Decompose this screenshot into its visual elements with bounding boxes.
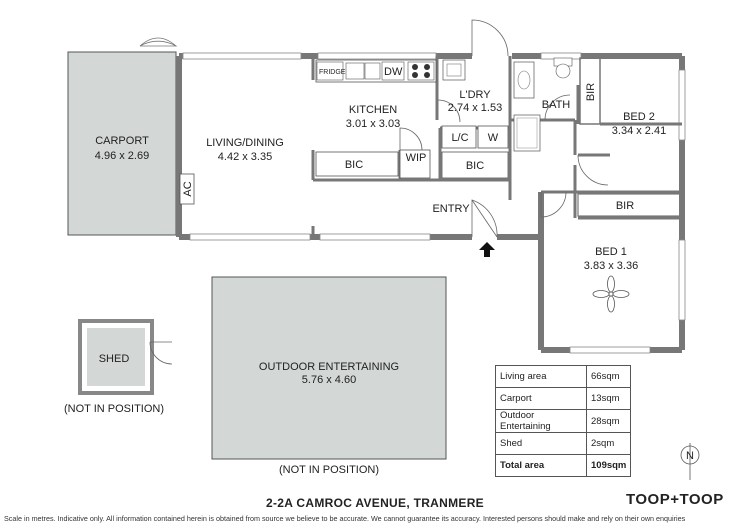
ac-unit [179,173,195,205]
area-label: Outdoor Entertaining [495,409,587,433]
bed2-bir [579,57,601,125]
bath-name: BATH [542,99,571,111]
ac-label: AC [182,181,194,196]
area-label: Carport [495,387,587,410]
bed1-name: BED 1 [595,246,627,258]
bed2-dims: 3.34 x 2.41 [612,125,666,137]
living-dims: 4.42 x 3.35 [218,151,272,163]
wip-label: WIP [406,152,427,164]
entry-name: ENTRY [432,203,470,215]
table-row: Shed 2sqm [495,432,632,455]
fridge-label: FRIDGE [319,69,346,76]
living-bic-label: BIC [345,159,363,171]
lc-label: L/C [451,132,468,144]
carport-area [67,51,177,236]
windows [182,52,686,354]
bed2-name: BED 2 [623,111,655,123]
area-label: Shed [495,432,587,455]
area-value: 66sqm [585,365,632,388]
dw-label: DW [384,66,403,78]
shed-name: SHED [99,353,130,365]
laundry-name: L'DRY [459,89,491,101]
entry-arrow-icon [479,242,495,257]
w-label: W [488,132,499,144]
area-value: 28sqm [585,409,632,433]
table-row: Carport 13sqm [495,387,632,410]
shed-not-in-position: (NOT IN POSITION) [64,403,164,415]
linen-cupboard [441,125,477,149]
sink [345,62,365,80]
bed1-bir [577,193,683,217]
area-value: 2sqm [585,432,632,455]
living-name: LIVING/DINING [206,137,284,149]
area-value: 109sqm [585,454,632,477]
shed-floor [87,328,145,386]
area-label: Living area [495,365,587,388]
table-row: Living area 66sqm [495,365,632,388]
entry-bic [441,151,509,179]
dishwasher [381,61,405,81]
outdoor-dims: 5.76 x 4.60 [302,374,356,386]
brand-logo: TOOP+TOOP [626,491,724,508]
carport-name: CARPORT [95,135,149,147]
living-bic [315,151,399,177]
bed1-bir-label: BIR [616,200,634,212]
cooktop [407,61,435,81]
kitchen-dims: 3.01 x 3.03 [346,118,400,130]
table-row: Outdoor Entertaining 28sqm [495,409,632,433]
outdoor-not-in-position: (NOT IN POSITION) [279,464,379,476]
disclaimer-text: Scale in metres. Indicative only. All in… [4,514,686,523]
property-address: 2-2A CAMROC AVENUE, TRANMERE [266,496,484,510]
bed1-dims: 3.83 x 3.36 [584,260,638,272]
area-value: 13sqm [585,387,632,410]
north-arrow-icon [680,443,700,480]
bed2-bir-label: BIR [585,83,597,101]
area-table: Living area 66sqm Carport 13sqm Outdoor … [495,365,632,477]
entry-bic-label: BIC [466,160,484,172]
kitchen-name: KITCHEN [349,104,397,116]
fridge [316,61,344,81]
area-label: Total area [495,454,587,477]
outdoor-name: OUTDOOR ENTERTAINING [259,361,399,373]
carport-dims: 4.96 x 2.69 [95,150,149,162]
wip-pantry [399,149,431,179]
outdoor-entertaining-area [211,276,447,460]
ceiling-fan-icon [592,275,630,313]
table-row-total: Total area 109sqm [495,454,632,477]
laundry-dims: 2.74 x 1.53 [448,102,502,114]
compass-label: N [686,450,694,462]
washer [477,125,509,149]
